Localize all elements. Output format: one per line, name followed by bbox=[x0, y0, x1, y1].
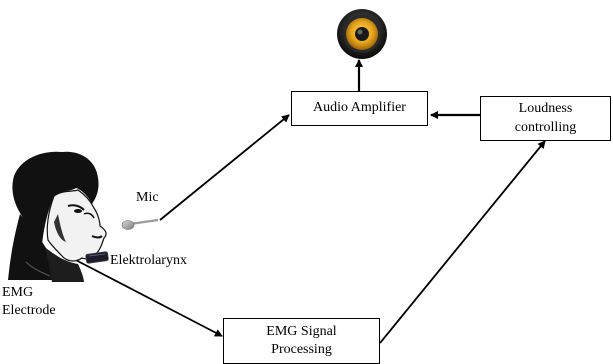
elektrolarynx-label: Elektrolarynx bbox=[110, 253, 187, 268]
emg-signal-processing-box: EMG Signal Processing bbox=[223, 318, 380, 364]
electrolarynx-device-icon bbox=[85, 251, 109, 264]
emg-signal-processing-label: EMG Signal Processing bbox=[266, 324, 337, 358]
audio-amplifier-label: Audio Amplifier bbox=[313, 100, 406, 116]
loudness-controlling-box: Loudness controlling bbox=[480, 96, 611, 141]
microphone-icon bbox=[121, 218, 159, 230]
arrow-mic-to-amplifier bbox=[159, 114, 290, 221]
arrow-electrode-to-processing bbox=[67, 255, 223, 337]
emg-electrode-label: EMG Electrode bbox=[2, 285, 56, 318]
mic-label: Mic bbox=[136, 190, 159, 205]
arrow-processing-to-loudness bbox=[379, 140, 546, 344]
loudness-controlling-label: Loudness controlling bbox=[514, 101, 577, 135]
audio-amplifier-box: Audio Amplifier bbox=[291, 91, 428, 126]
person-portrait bbox=[8, 151, 107, 282]
speaker-icon bbox=[337, 9, 387, 59]
